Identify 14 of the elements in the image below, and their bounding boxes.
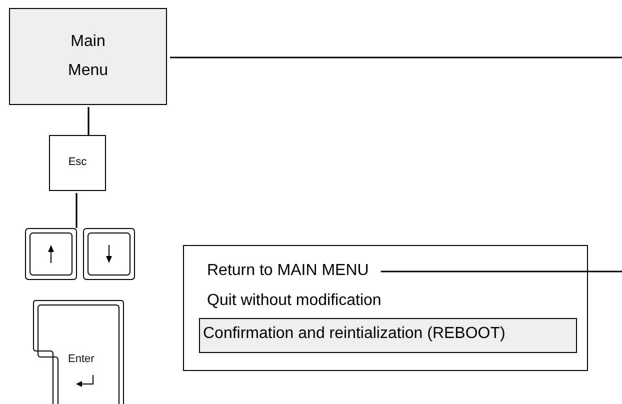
menu-box: Main Menu xyxy=(9,8,167,105)
connector-line xyxy=(380,270,622,272)
menu-item: Quit without modification xyxy=(207,292,382,310)
menu-item: Return to MAIN MENU xyxy=(207,262,369,280)
highlighted-menu-item: Confirmation and reintialization (REBOOT) xyxy=(199,318,577,353)
arrow-key xyxy=(83,228,135,280)
esc-key: Esc xyxy=(49,135,106,191)
arrow-key xyxy=(25,228,77,280)
enter-key xyxy=(33,300,124,404)
key-label: Enter xyxy=(68,353,94,365)
connector-line xyxy=(76,193,78,228)
connector-line xyxy=(88,107,90,135)
menu-panel xyxy=(183,245,588,371)
connector-line xyxy=(170,56,622,58)
